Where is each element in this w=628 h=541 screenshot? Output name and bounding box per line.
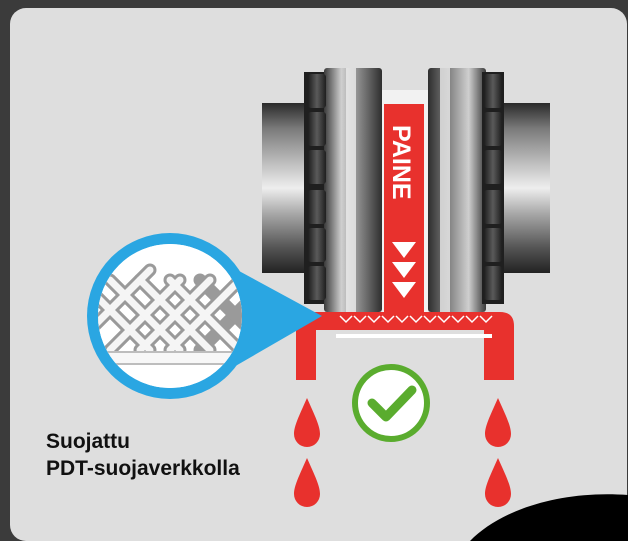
checkmark-icon: [352, 364, 430, 442]
left-pipe: [262, 103, 308, 273]
left-flange: [304, 68, 382, 312]
caption-line-2: PDT-suojaverkkolla: [46, 457, 240, 480]
spray-guard: [296, 312, 514, 380]
drip-icon: [294, 398, 511, 507]
pressure-arrows-icon: [392, 242, 416, 298]
right-pipe: [500, 103, 550, 273]
corner-decoration: [470, 494, 628, 541]
right-bolts: [484, 74, 502, 300]
left-bolts: [308, 74, 326, 300]
magnifier-mesh: [87, 233, 322, 399]
caption: Suojattu PDT-suojaverkkolla: [46, 428, 240, 482]
caption-line-1: Suojattu: [46, 430, 130, 453]
pressure-label: PAINE: [387, 125, 415, 200]
